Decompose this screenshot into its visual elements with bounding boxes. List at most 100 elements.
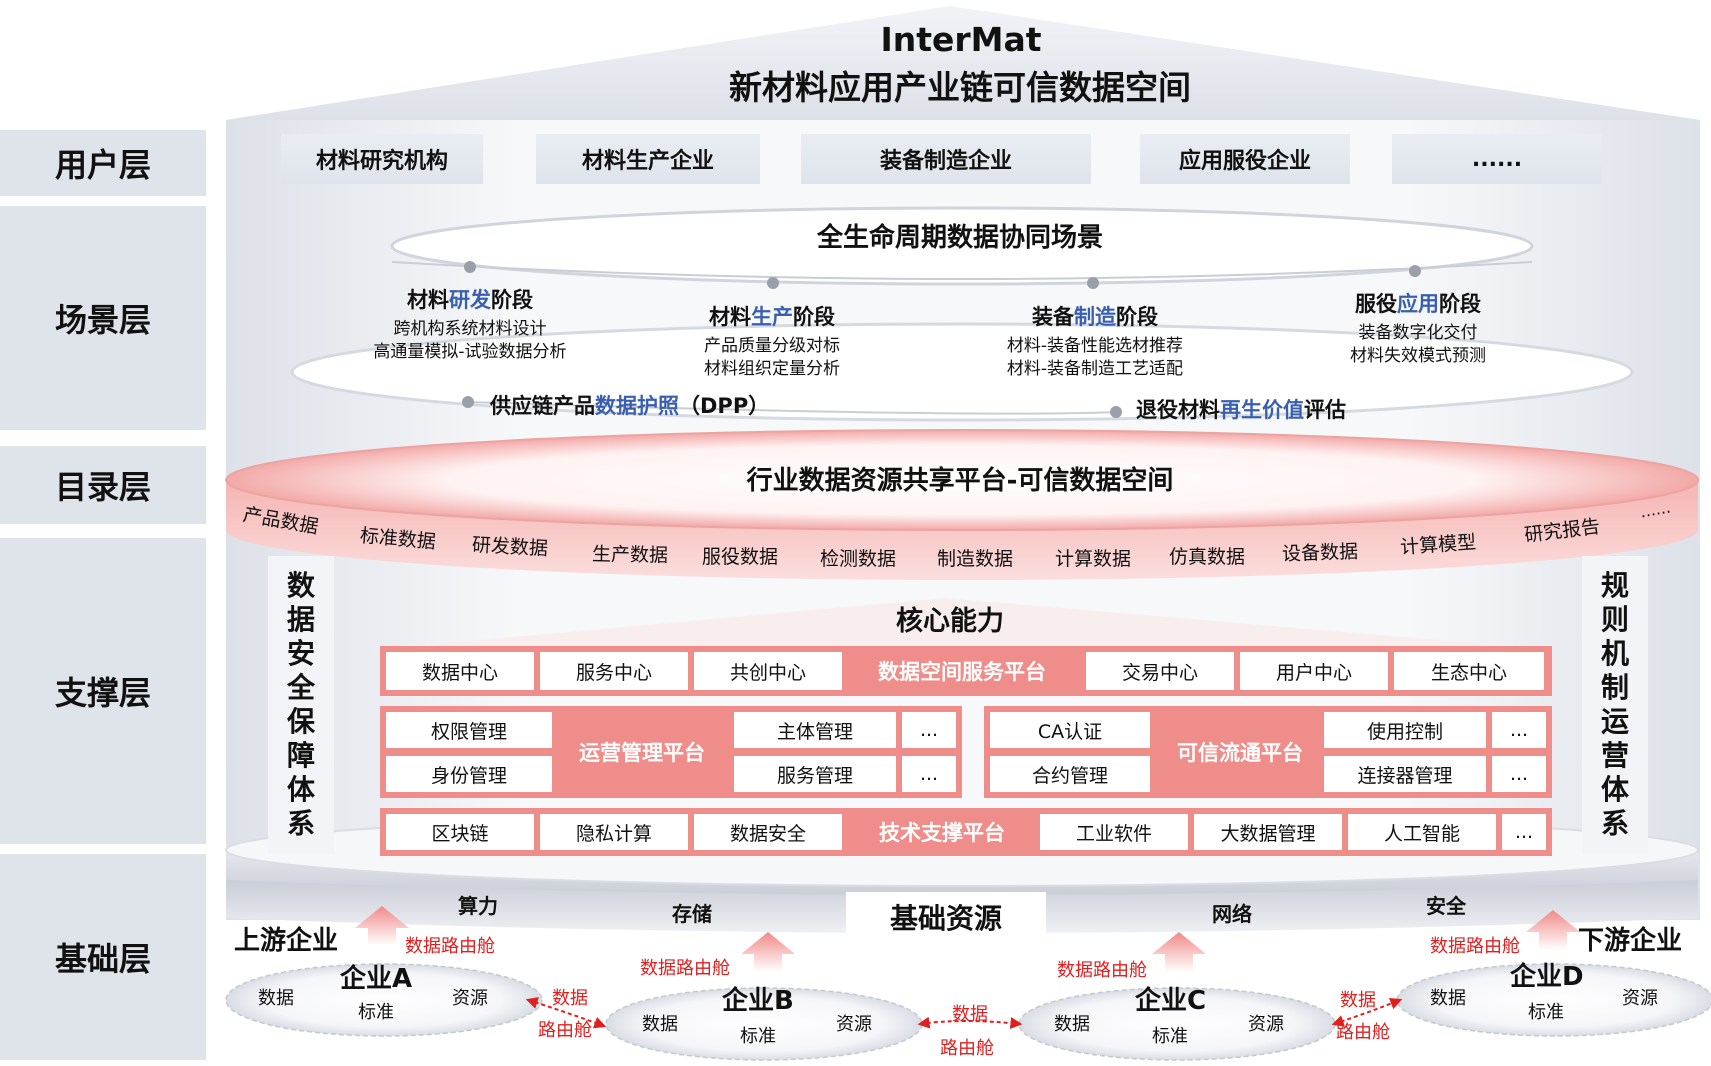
link-ab-top: 数据 xyxy=(552,988,588,1009)
catalog-item-production: 生产数据 xyxy=(591,543,669,567)
stage-manufacture-desc: 材料-装备性能选材推荐材料-装备制造工艺适配 xyxy=(1006,336,1184,379)
dss-trade-center: 交易中心 xyxy=(1086,652,1234,690)
dss-data-center: 数据中心 xyxy=(386,652,534,690)
tech-blockchain: 区块链 xyxy=(386,814,534,850)
dss-cocreate-center: 共创中心 xyxy=(694,652,842,690)
layer-label-base: 基础层 xyxy=(0,854,206,1060)
link-ab-bottom: 路由舱 xyxy=(538,1020,592,1041)
catalog-item-manufacture: 制造数据 xyxy=(937,548,1014,570)
tech-ai: 人工智能 xyxy=(1348,814,1496,850)
core-capability-title: 核心能力 xyxy=(896,605,1004,637)
dss-ecosystem-center: 生态中心 xyxy=(1394,652,1544,690)
enterprise-d-data: 数据 xyxy=(1430,988,1466,1009)
stage-manufacture-title: 装备制造阶段 xyxy=(1032,305,1158,329)
trust-usage-control: 使用控制 xyxy=(1324,712,1486,748)
diagram-title: InterMat xyxy=(880,19,1042,59)
tech-platform-title: 技术支撑平台 xyxy=(879,821,1005,845)
user-box-service: 应用服役企业 xyxy=(1140,134,1350,184)
enterprise-c-name: 企业C xyxy=(1135,986,1207,1016)
tech-privacy-computing: 隐私计算 xyxy=(540,814,688,850)
catalog-item-rd: 研发数据 xyxy=(471,534,549,560)
user-box-production: 材料生产企业 xyxy=(536,134,760,184)
enterprise-c-resource: 资源 xyxy=(1248,1014,1284,1035)
enterprise-b-resource: 资源 xyxy=(836,1014,872,1035)
catalog-item-compute: 计算数据 xyxy=(1055,548,1132,570)
catalog-item-simulation: 仿真数据 xyxy=(1169,546,1246,568)
stage-service-title: 服役应用阶段 xyxy=(1355,292,1481,316)
stage-production: 材料生产阶段 xyxy=(672,301,872,331)
operation-system-bar: 规则机制运营体系 xyxy=(1582,556,1648,854)
enterprise-b-standard: 标准 xyxy=(740,1026,776,1047)
link-bc-top: 数据 xyxy=(952,1004,988,1025)
stage-production-title: 材料生产阶段 xyxy=(709,305,835,329)
dss-service-center: 服务中心 xyxy=(540,652,688,690)
tech-bigdata: 大数据管理 xyxy=(1194,814,1342,850)
catalog-item-service: 服役数据 xyxy=(702,546,779,568)
trust-platform-row: CA认证 合约管理 可信流通平台 使用控制 连接器管理 ... ... xyxy=(984,706,1552,798)
resource-compute: 算力 xyxy=(458,894,498,918)
enterprise-a-resource: 资源 xyxy=(452,988,488,1009)
enterprise-d-resource: 资源 xyxy=(1622,988,1658,1009)
trust-platform-title: 可信流通平台 xyxy=(1177,741,1303,765)
tech-data-security: 数据安全 xyxy=(694,814,842,850)
resource-security: 安全 xyxy=(1426,894,1466,918)
layer-label-catalog: 目录层 xyxy=(0,446,206,524)
trust-more-1: ... xyxy=(1492,712,1546,748)
user-box-research: 材料研究机构 xyxy=(281,134,483,184)
ops-service: 服务管理 xyxy=(734,756,896,792)
stage-service: 服役应用阶段 xyxy=(1318,288,1518,318)
link-cd-top: 数据 xyxy=(1340,990,1376,1011)
enterprise-d-standard: 标准 xyxy=(1528,1002,1564,1023)
stage-manufacture: 装备制造阶段 xyxy=(995,301,1195,331)
stage-service-desc: 装备数字化交付材料失效模式预测 xyxy=(1350,323,1486,366)
layer-label-user: 用户层 xyxy=(0,130,206,196)
ops-permission: 权限管理 xyxy=(386,712,552,748)
ops-more-1: ... xyxy=(902,712,956,748)
tech-platform-row: 区块链 隐私计算 数据安全 技术支撑平台 工业软件 大数据管理 人工智能 ... xyxy=(380,808,1552,856)
downstream-label: 下游企业 xyxy=(1578,926,1683,956)
catalog-item-device: 设备数据 xyxy=(1281,540,1359,566)
ops-platform-title: 运营管理平台 xyxy=(579,741,705,765)
link-cd-bottom: 路由舱 xyxy=(1336,1022,1390,1043)
trust-contract: 合约管理 xyxy=(990,756,1150,792)
router-label-a: 数据路由舱 xyxy=(405,936,495,957)
enterprise-d-name: 企业D xyxy=(1510,962,1584,992)
enterprise-a-standard: 标准 xyxy=(358,1002,394,1023)
stage-rd: 材料研发阶段 xyxy=(370,284,570,314)
base-title: 基础资源 xyxy=(889,902,1002,935)
enterprise-b-name: 企业B xyxy=(722,986,794,1016)
trust-connector: 连接器管理 xyxy=(1324,756,1486,792)
scene-recycle: 退役材料再生价值评估 xyxy=(1136,398,1346,422)
dss-platform-row: 数据中心 服务中心 共创中心 数据空间服务平台 交易中心 用户中心 生态中心 xyxy=(380,646,1552,696)
router-label-d: 数据路由舱 xyxy=(1430,936,1520,957)
enterprise-a-data: 数据 xyxy=(258,988,294,1009)
tech-industrial-software: 工业软件 xyxy=(1040,814,1188,850)
security-system-bar: 数据安全保障体系 xyxy=(268,556,334,854)
tech-more: ... xyxy=(1502,814,1546,850)
catalog-title: 行业数据资源共享平台-可信数据空间 xyxy=(746,465,1174,496)
ops-identity: 身份管理 xyxy=(386,756,552,792)
layer-label-support: 支撑层 xyxy=(0,538,206,844)
user-box-equipment: 装备制造企业 xyxy=(801,134,1091,184)
stage-production-desc: 产品质量分级对标材料组织定量分析 xyxy=(704,336,840,379)
dss-platform-title: 数据空间服务平台 xyxy=(878,660,1046,684)
layer-label-scene: 场景层 xyxy=(0,206,206,430)
router-label-b: 数据路由舱 xyxy=(640,958,730,979)
enterprise-c-data: 数据 xyxy=(1054,1014,1090,1035)
enterprise-b-data: 数据 xyxy=(642,1014,678,1035)
link-bc-bottom: 路由舱 xyxy=(940,1038,994,1059)
stage-rd-title: 材料研发阶段 xyxy=(407,288,533,312)
ops-more-2: ... xyxy=(902,756,956,792)
scene-dpp: 供应链产品数据护照（DPP） xyxy=(490,394,770,418)
catalog-item-model: 计算模型 xyxy=(1399,531,1477,559)
resource-storage: 存储 xyxy=(672,902,712,926)
trust-ca: CA认证 xyxy=(990,712,1150,748)
ops-platform-row: 权限管理 身份管理 运营管理平台 主体管理 服务管理 ... ... xyxy=(380,706,962,798)
enterprise-c-standard: 标准 xyxy=(1152,1026,1188,1047)
user-box-more: ...... xyxy=(1392,134,1602,184)
trust-more-2: ... xyxy=(1492,756,1546,792)
resource-network: 网络 xyxy=(1212,902,1252,926)
stage-rd-desc: 跨机构系统材料设计高通量模拟-试验数据分析 xyxy=(373,319,567,362)
scene-title: 全生命周期数据协同场景 xyxy=(816,222,1103,253)
router-label-c: 数据路由舱 xyxy=(1057,960,1147,981)
